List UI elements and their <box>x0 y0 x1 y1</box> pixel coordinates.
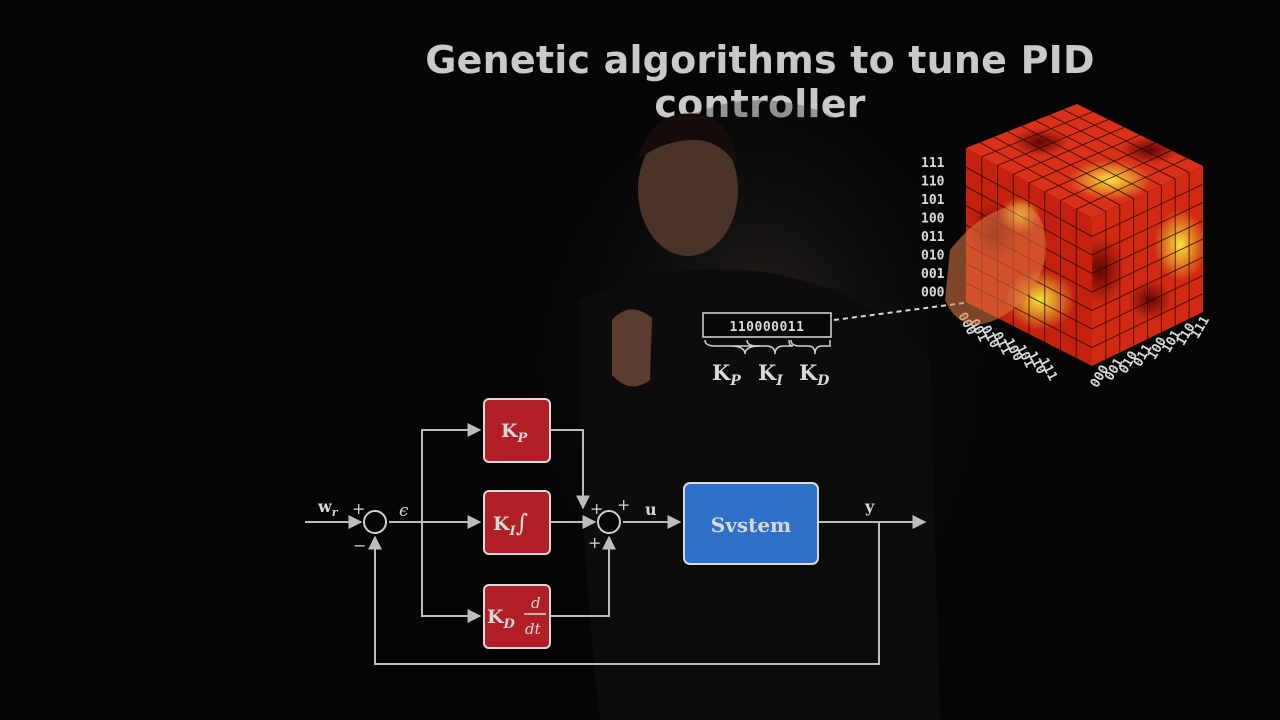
kp-block-label: KP <box>501 420 529 446</box>
cube-grid-line <box>1091 238 1204 293</box>
cube-grid-line <box>1076 157 1188 210</box>
control-label: u <box>645 500 657 519</box>
brace-ki <box>746 339 794 355</box>
presenter-hand <box>945 205 1046 325</box>
cube-grid-line <box>1091 275 1204 330</box>
ki-block: KI∫ <box>483 490 551 555</box>
axis-code-label: 111 <box>921 156 945 171</box>
brace-kp <box>704 339 761 355</box>
kp-to-sum-arrow <box>550 429 590 510</box>
control-summing-junction <box>597 510 621 534</box>
cube-grid-line <box>1035 120 1162 186</box>
kd-block: KD d dt <box>483 584 551 649</box>
sum2-plus-sign-right: + <box>617 495 630 514</box>
cube-z-axis-codes: 111 110 101 100 011 010 001 000 <box>921 156 945 301</box>
kd-derivative-numerator: d <box>531 594 541 612</box>
sum1-minus-sign: − <box>353 536 366 555</box>
axis-code-label: 110 <box>921 175 945 190</box>
sum1-plus-sign: + <box>352 499 365 518</box>
cube-grid-line <box>1044 142 1156 193</box>
axis-code-label: 100 <box>921 212 945 227</box>
error-to-kp-arrow <box>421 423 482 522</box>
axis-code-label: 010 <box>921 249 945 264</box>
chromosome: 110000011 KP KI KD <box>702 286 1056 389</box>
axis-code-label: 101 <box>921 193 945 208</box>
kd-to-sum-arrow <box>550 535 616 617</box>
axis-code-label: 001 <box>921 267 945 282</box>
cube-grid-line <box>1062 109 1190 173</box>
kp-block: KP <box>483 398 551 463</box>
chromosome-bits: 110000011 <box>730 320 805 335</box>
axis-code-label: 011 <box>921 230 945 245</box>
gain-label-kd: KD <box>799 360 830 389</box>
kd-derivative-denominator: dt <box>525 620 542 638</box>
ki-block-label: KI∫ <box>493 509 528 539</box>
system-block: Svstem <box>683 482 819 565</box>
gain-label-kp: KP <box>712 360 741 389</box>
cube-grid-line <box>1091 256 1204 311</box>
sum2-plus-sign-left: + <box>590 499 603 518</box>
system-label: Svstem <box>711 513 791 537</box>
pid-block-diagram: + − + + + wr ϵ u y KP KI∫ <box>305 398 927 665</box>
error-label: ϵ <box>399 501 409 521</box>
cube-grid-line <box>1049 114 1176 180</box>
reference-label: wr <box>317 497 339 519</box>
output-label: y <box>864 497 875 516</box>
gain-label-ki: KI <box>758 360 783 389</box>
brace-kd <box>790 339 831 355</box>
presenter-silhouette <box>530 100 990 720</box>
kd-block-label: KD <box>487 606 516 632</box>
axis-code-label: 000 <box>921 286 945 301</box>
error-summing-junction <box>363 510 387 534</box>
cube-grid-line <box>1060 150 1172 201</box>
error-to-kd-arrow <box>421 522 482 623</box>
feedback-arrow <box>368 522 880 665</box>
cube-grid-line <box>1091 293 1204 348</box>
sum2-plus-sign-bottom: + <box>588 533 601 552</box>
cube-grid-line <box>1021 125 1148 193</box>
